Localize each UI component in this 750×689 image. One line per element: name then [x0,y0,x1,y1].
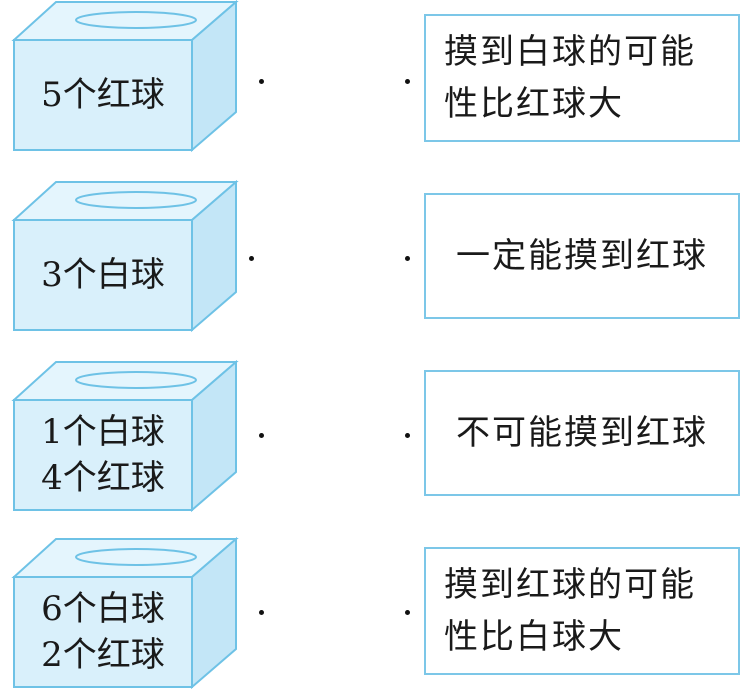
statement-4-dot[interactable] [405,610,410,615]
statement-3-box: 不可能摸到红球 [424,370,740,496]
box-3-label: 1个白球 4个红球 [14,400,192,510]
statement-1-text: 摸到白球的可能性比红球大 [426,26,738,130]
box-4-dot[interactable] [259,610,264,615]
statement-4-box: 摸到红球的可能性比白球大 [424,547,740,675]
statement-1-box: 摸到白球的可能性比红球大 [424,14,740,142]
box-2-line-1: 3个白球 [41,252,165,298]
box-3: 1个白球 4个红球 [10,360,240,510]
statement-1-dot[interactable] [405,79,410,84]
box-4-line-1: 6个白球 [41,586,165,632]
box-3-line-1: 1个白球 [41,409,165,455]
statement-3-dot[interactable] [405,433,410,438]
statement-3-text: 不可能摸到红球 [426,407,738,459]
box-2-dot[interactable] [249,256,254,261]
box-1-label: 5个红球 [14,40,192,150]
box-4-label: 6个白球 2个红球 [14,577,192,687]
statement-2-dot[interactable] [405,256,410,261]
box-1-dot[interactable] [259,79,264,84]
box-2-label: 3个白球 [14,220,192,330]
statement-4-text: 摸到红球的可能性比白球大 [426,559,738,663]
box-3-line-2: 4个红球 [41,455,165,501]
box-2: 3个白球 [10,180,240,330]
box-1: 5个红球 [10,0,240,150]
statement-2-box: 一定能摸到红球 [424,193,740,319]
box-3-dot[interactable] [259,433,264,438]
box-1-line-1: 5个红球 [41,72,165,118]
box-4: 6个白球 2个红球 [10,537,240,687]
statement-2-text: 一定能摸到红球 [426,230,738,282]
box-4-line-2: 2个红球 [41,632,165,678]
